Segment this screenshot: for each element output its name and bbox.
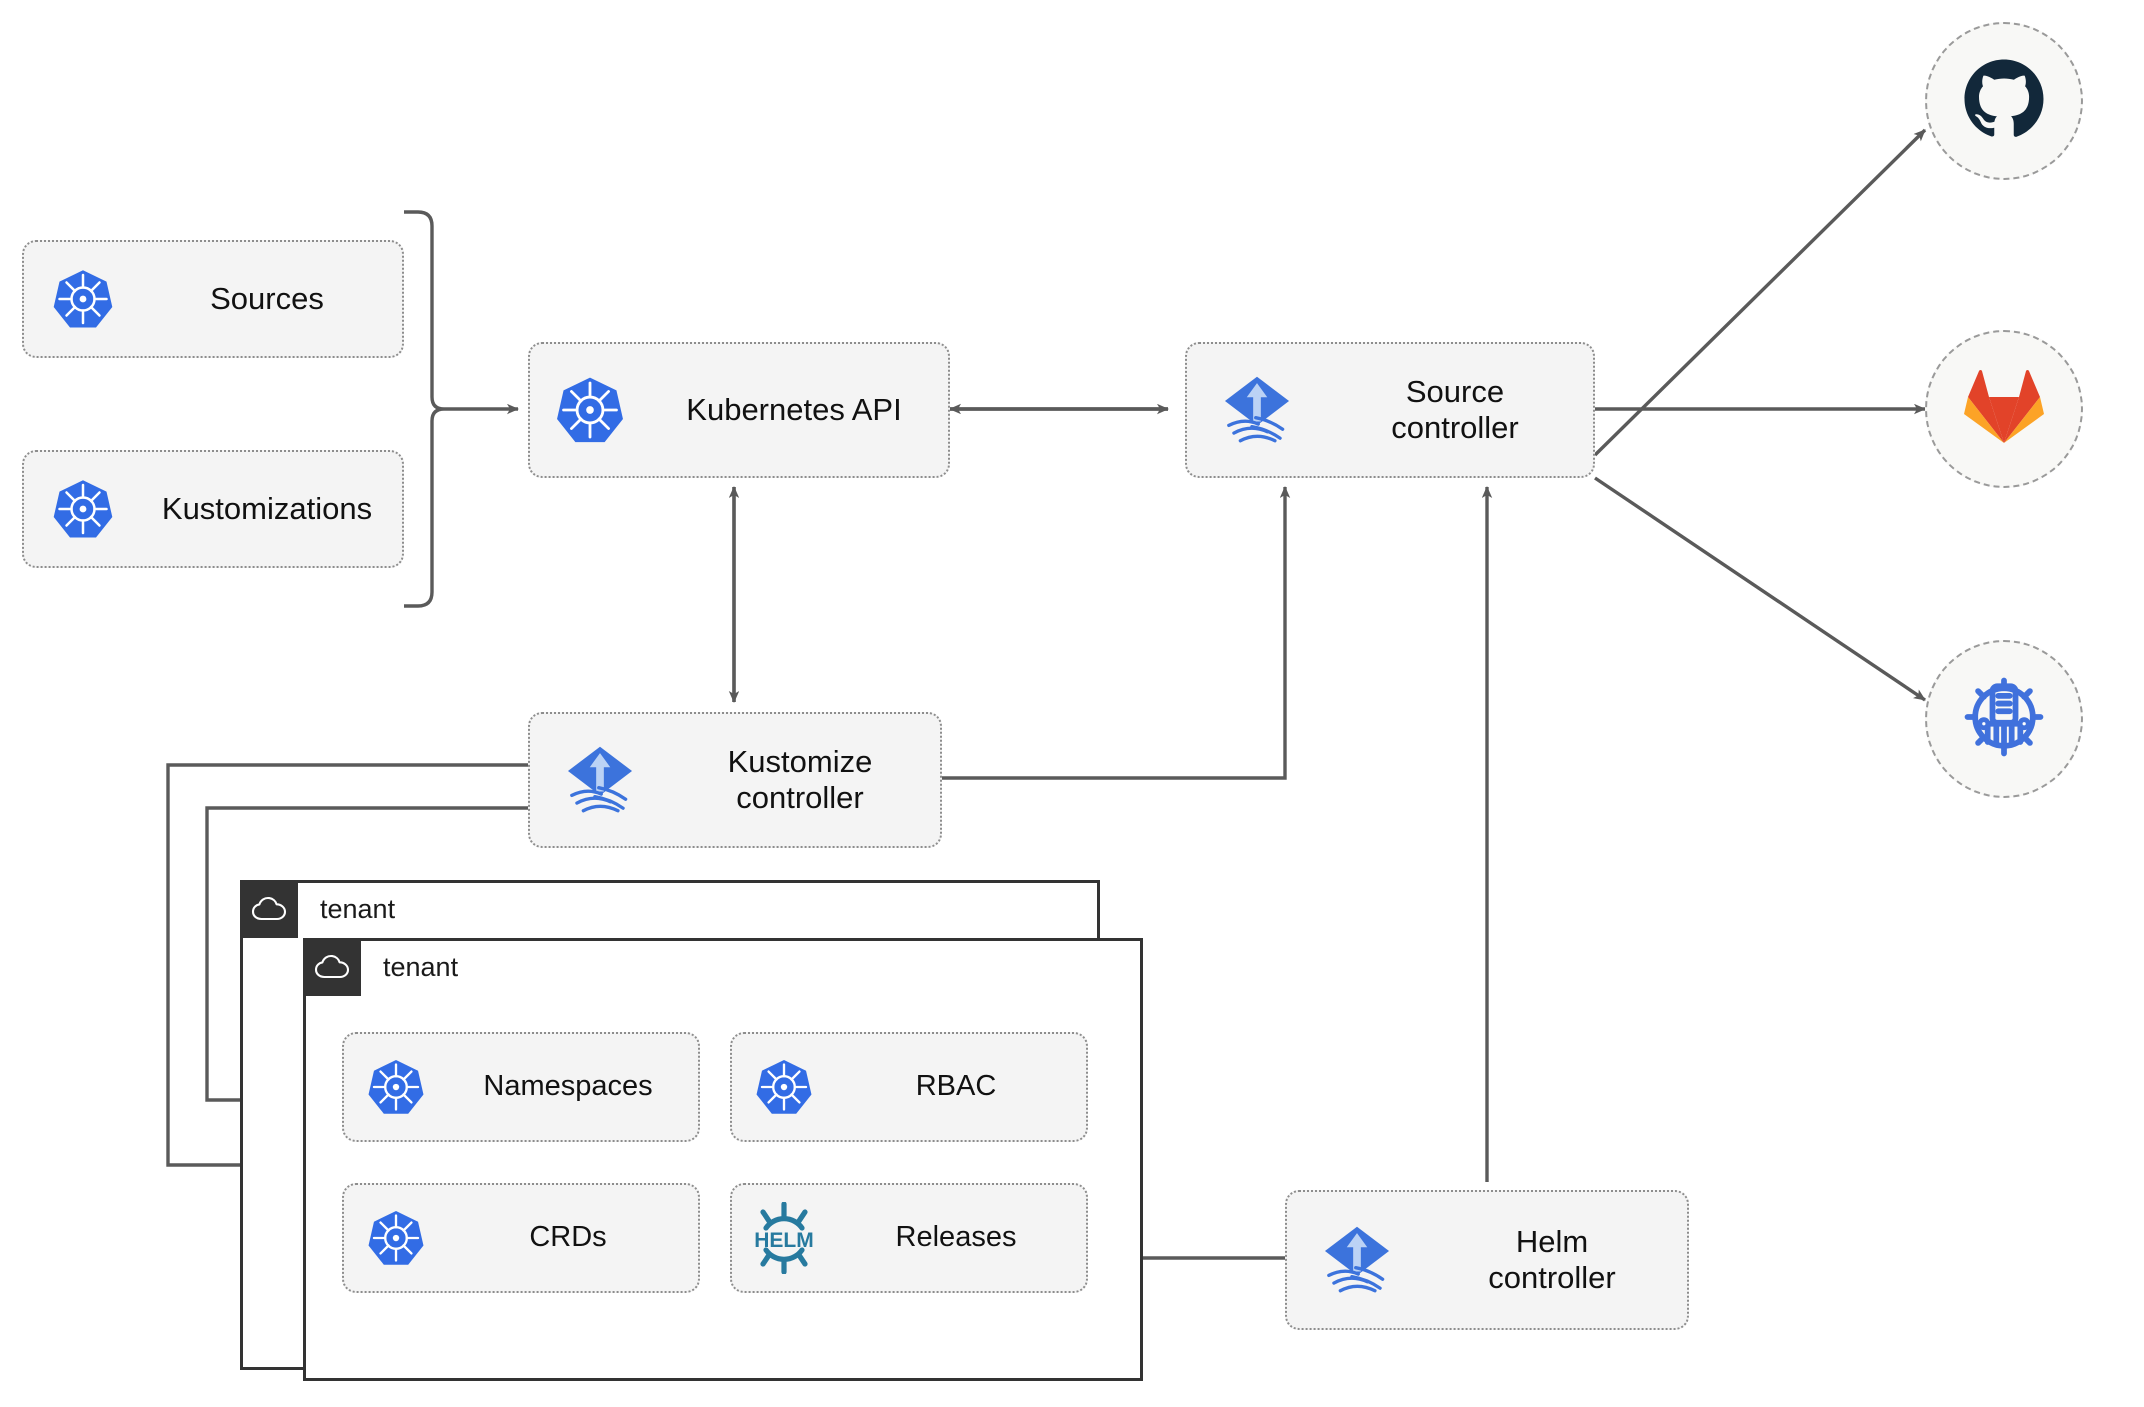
node-label: Source controller: [1391, 374, 1519, 445]
tenant-header: tenant: [303, 938, 458, 996]
github-icon: [1961, 56, 2047, 147]
node-helm-controller[interactable]: Helm controller: [1285, 1190, 1689, 1330]
node-label: Namespaces: [483, 1070, 653, 1103]
helm-icon: HELM: [732, 1202, 836, 1274]
node-kustomize-controller[interactable]: Kustomize controller: [528, 712, 942, 848]
tenant-header: tenant: [240, 880, 395, 938]
provider-github[interactable]: [1925, 22, 2083, 180]
kubernetes-icon: [24, 267, 142, 331]
node-releases[interactable]: HELM Releases: [730, 1183, 1088, 1293]
node-sources[interactable]: Sources: [22, 240, 404, 358]
node-label: Releases: [895, 1221, 1017, 1254]
flux-icon: [1187, 369, 1327, 451]
edge-source-to-github: [1593, 128, 1927, 457]
node-label: Kustomize controller: [727, 744, 873, 815]
kubernetes-icon: [732, 1057, 836, 1117]
edge-sources-bracket: [404, 210, 445, 608]
node-label: Kustomizations: [161, 491, 373, 527]
node-kubernetes-api[interactable]: Kubernetes API: [528, 342, 950, 478]
kubernetes-icon: [344, 1208, 448, 1268]
node-source-controller[interactable]: Source controller: [1185, 342, 1595, 478]
flux-icon: [1287, 1219, 1427, 1301]
node-label: Kubernetes API: [686, 392, 902, 428]
tenant-container-inner: tenant: [303, 938, 1143, 1381]
edge-source-to-helm-repository: [1594, 476, 1926, 702]
node-label: Sources: [210, 281, 324, 317]
provider-gitlab[interactable]: [1925, 330, 2083, 488]
node-rbac[interactable]: RBAC: [730, 1032, 1088, 1142]
node-kustomizations[interactable]: Kustomizations: [22, 450, 404, 568]
node-namespaces[interactable]: Namespaces: [342, 1032, 700, 1142]
gitlab-icon: [1962, 367, 2046, 452]
helm-repository-icon: [1956, 669, 2052, 770]
provider-helm-repository[interactable]: [1925, 640, 2083, 798]
svg-text:HELM: HELM: [754, 1229, 814, 1252]
node-label: CRDs: [529, 1221, 607, 1254]
edge-kustomize-to-source: [942, 486, 1291, 780]
kubernetes-icon: [530, 374, 650, 446]
cloud-icon: [303, 938, 361, 996]
tenant-label: tenant: [320, 893, 396, 924]
kubernetes-icon: [344, 1057, 448, 1117]
tenant-label: tenant: [383, 951, 459, 982]
node-crds[interactable]: CRDs: [342, 1183, 700, 1293]
cloud-icon: [240, 880, 298, 938]
kubernetes-icon: [24, 477, 142, 541]
node-label: RBAC: [915, 1070, 997, 1103]
node-label: Helm controller: [1488, 1224, 1616, 1295]
flux-icon: [530, 739, 670, 821]
